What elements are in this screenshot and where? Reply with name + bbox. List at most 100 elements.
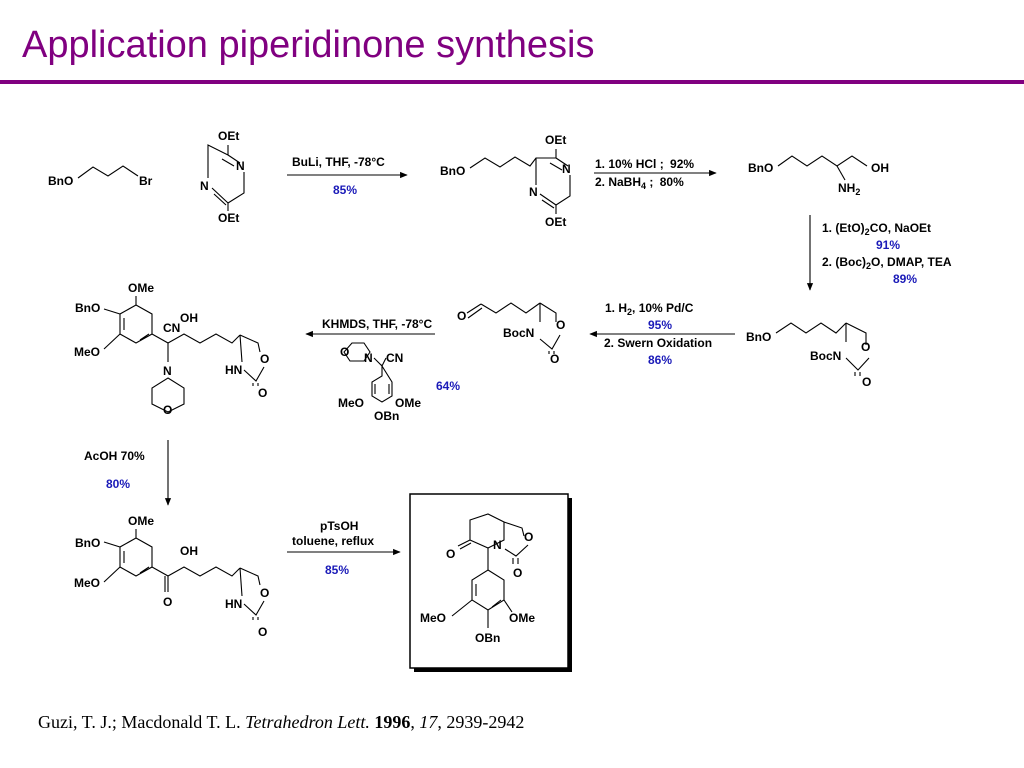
citation-volume: 17: [419, 712, 438, 732]
atom-label: Br: [139, 174, 153, 188]
atom-label: MeO: [420, 611, 446, 625]
atom-label: OMe: [128, 281, 154, 295]
step2-line2: 2. NaBH: [595, 175, 641, 189]
compound-aminonitrile-reagent: O N CN MeO OMe OBn: [338, 342, 421, 423]
atom-label: N: [364, 351, 373, 365]
compound-hydroxy-ketone: OMe BnO MeO O OH O HN O: [74, 514, 269, 639]
step3-yield2: 89%: [893, 272, 917, 286]
atom-label: BnO: [75, 536, 100, 550]
atom-label: O: [163, 595, 172, 609]
compound-aldehyde-oxazolidinone: O O BocN O: [457, 302, 565, 366]
atom-label: N: [529, 185, 538, 199]
atom-label: OEt: [545, 133, 566, 147]
compound-bicyclic-piperidinone: O O N O MeO OMe OBn: [420, 513, 535, 645]
citation-journal: Tetrahedron Lett.: [245, 712, 370, 732]
compound-dihydropyrazine: OEt N N OEt: [200, 129, 245, 225]
atom-label: OEt: [218, 211, 239, 225]
atom-label: OH: [180, 544, 198, 558]
atom-label: N: [236, 159, 245, 173]
atom-label: O: [258, 625, 267, 639]
step7-yield: 85%: [325, 563, 349, 577]
subscript: 4: [641, 181, 646, 191]
step5-yield: 64%: [436, 379, 460, 393]
atom-label: OH: [871, 161, 889, 175]
reaction-arrow-step3: 1. (EtO)2CO, NaOEt 91% 2. (Boc)2O, DMAP,…: [806, 215, 952, 291]
atom-label: OMe: [395, 396, 421, 410]
step7-line2: toluene, reflux: [292, 534, 374, 548]
atom-label: OEt: [545, 215, 566, 229]
atom-label: N: [200, 179, 209, 193]
atom-label: OEt: [218, 129, 239, 143]
compound-boc-oxazolidinone-obn: BnO O BocN O: [746, 322, 871, 389]
atom-label: O: [163, 403, 172, 417]
step6-reagent: AcOH 70%: [84, 449, 145, 463]
step4-yield1: 95%: [648, 318, 672, 332]
atom-label: O: [260, 586, 269, 600]
svg-text:2. NaBH4 ; 80%: 2. NaBH4 ; 80%: [595, 175, 684, 191]
atom-label: BnO: [75, 301, 100, 315]
reaction-arrow-step2: 1. 10% HCl ; 92% 2. NaBH4 ; 80%: [594, 157, 717, 191]
step1-reagent: BuLi, THF, -78°C: [292, 155, 385, 169]
citation-authors: Guzi, T. J.; Macdonald T. L.: [38, 712, 241, 732]
title-underline: [0, 80, 1024, 84]
step4-yield2: 86%: [648, 353, 672, 367]
compound-alkylated-lactim: OEt BnO N N OEt: [440, 133, 571, 229]
step3-yield1: 91%: [876, 238, 900, 252]
compound-morpholine-adduct: OMe BnO MeO CN OH O HN O N O: [74, 281, 269, 417]
atom-label: OBn: [475, 631, 500, 645]
atom-label: OMe: [128, 514, 154, 528]
atom-label: BnO: [48, 174, 73, 188]
svg-text:1. (EtO)2CO, NaOEt: 1. (EtO)2CO, NaOEt: [822, 221, 931, 237]
step6-yield: 80%: [106, 477, 130, 491]
atom-label: MeO: [74, 576, 100, 590]
citation: Guzi, T. J.; Macdonald T. L. Tetrahedron…: [38, 712, 524, 733]
step5-reagent: KHMDS, THF, -78°C: [322, 317, 432, 331]
atom-label: CN: [386, 351, 403, 365]
atom-label: O: [524, 530, 533, 544]
reaction-arrow-step4: 1. H2, 10% Pd/C 95% 2. Swern Oxidation 8…: [589, 301, 735, 367]
atom-label: OH: [180, 311, 198, 325]
atom-label: N: [163, 364, 172, 378]
step2-line1: 1. 10% HCl ;: [595, 157, 664, 171]
svg-text:2. (Boc)2O, DMAP, TEA: 2. (Boc)2O, DMAP, TEA: [822, 255, 952, 271]
reaction-arrow-step7: pTsOH toluene, reflux 85%: [287, 519, 401, 577]
atom-label: CN: [163, 321, 180, 335]
atom-label: HN: [225, 363, 242, 377]
reaction-arrow-step5: KHMDS, THF, -78°C 64%: [305, 317, 460, 393]
atom-label: BocN: [810, 349, 841, 363]
compound-amino-alcohol: BnO OH NH2: [748, 155, 889, 197]
step2-line2-suffix: ;: [646, 175, 653, 189]
atom-label: O: [340, 345, 349, 359]
reaction-arrow-step1: BuLi, THF, -78°C 85%: [287, 155, 408, 197]
final-product-box: [409, 493, 572, 672]
atom-label: O: [862, 375, 871, 389]
atom-label: O: [446, 547, 455, 561]
slide-title: Application piperidinone synthesis: [22, 24, 595, 66]
atom-label: O: [550, 352, 559, 366]
step4-line2: 2. Swern Oxidation: [604, 336, 712, 350]
atom-label: O: [556, 318, 565, 332]
atom-label: MeO: [338, 396, 364, 410]
step2-yield1: 92%: [670, 157, 694, 171]
atom-label: O: [457, 309, 466, 323]
atom-label: BnO: [440, 164, 465, 178]
atom-label: MeO: [74, 345, 100, 359]
reaction-arrow-step6: AcOH 70% 80%: [84, 440, 172, 506]
citation-pages: 2939-2942: [446, 712, 525, 732]
atom-label: BnO: [748, 161, 773, 175]
atom-label: O: [258, 386, 267, 400]
citation-year: 1996: [374, 712, 411, 732]
atom-label: O: [861, 340, 870, 354]
atom-label: BnO: [746, 330, 771, 344]
atom-label: O: [513, 566, 522, 580]
atom-label: O: [260, 352, 269, 366]
citation-comma: ,: [437, 712, 442, 732]
atom-label: N: [562, 162, 571, 176]
atom-label: BocN: [503, 326, 534, 340]
atom-label: N: [493, 538, 502, 552]
svg-text:1. H2, 10% Pd/C: 1. H2, 10% Pd/C: [605, 301, 694, 317]
atom-label: HN: [225, 597, 242, 611]
step2-yield2: 80%: [660, 175, 684, 189]
step7-line1: pTsOH: [320, 519, 358, 533]
